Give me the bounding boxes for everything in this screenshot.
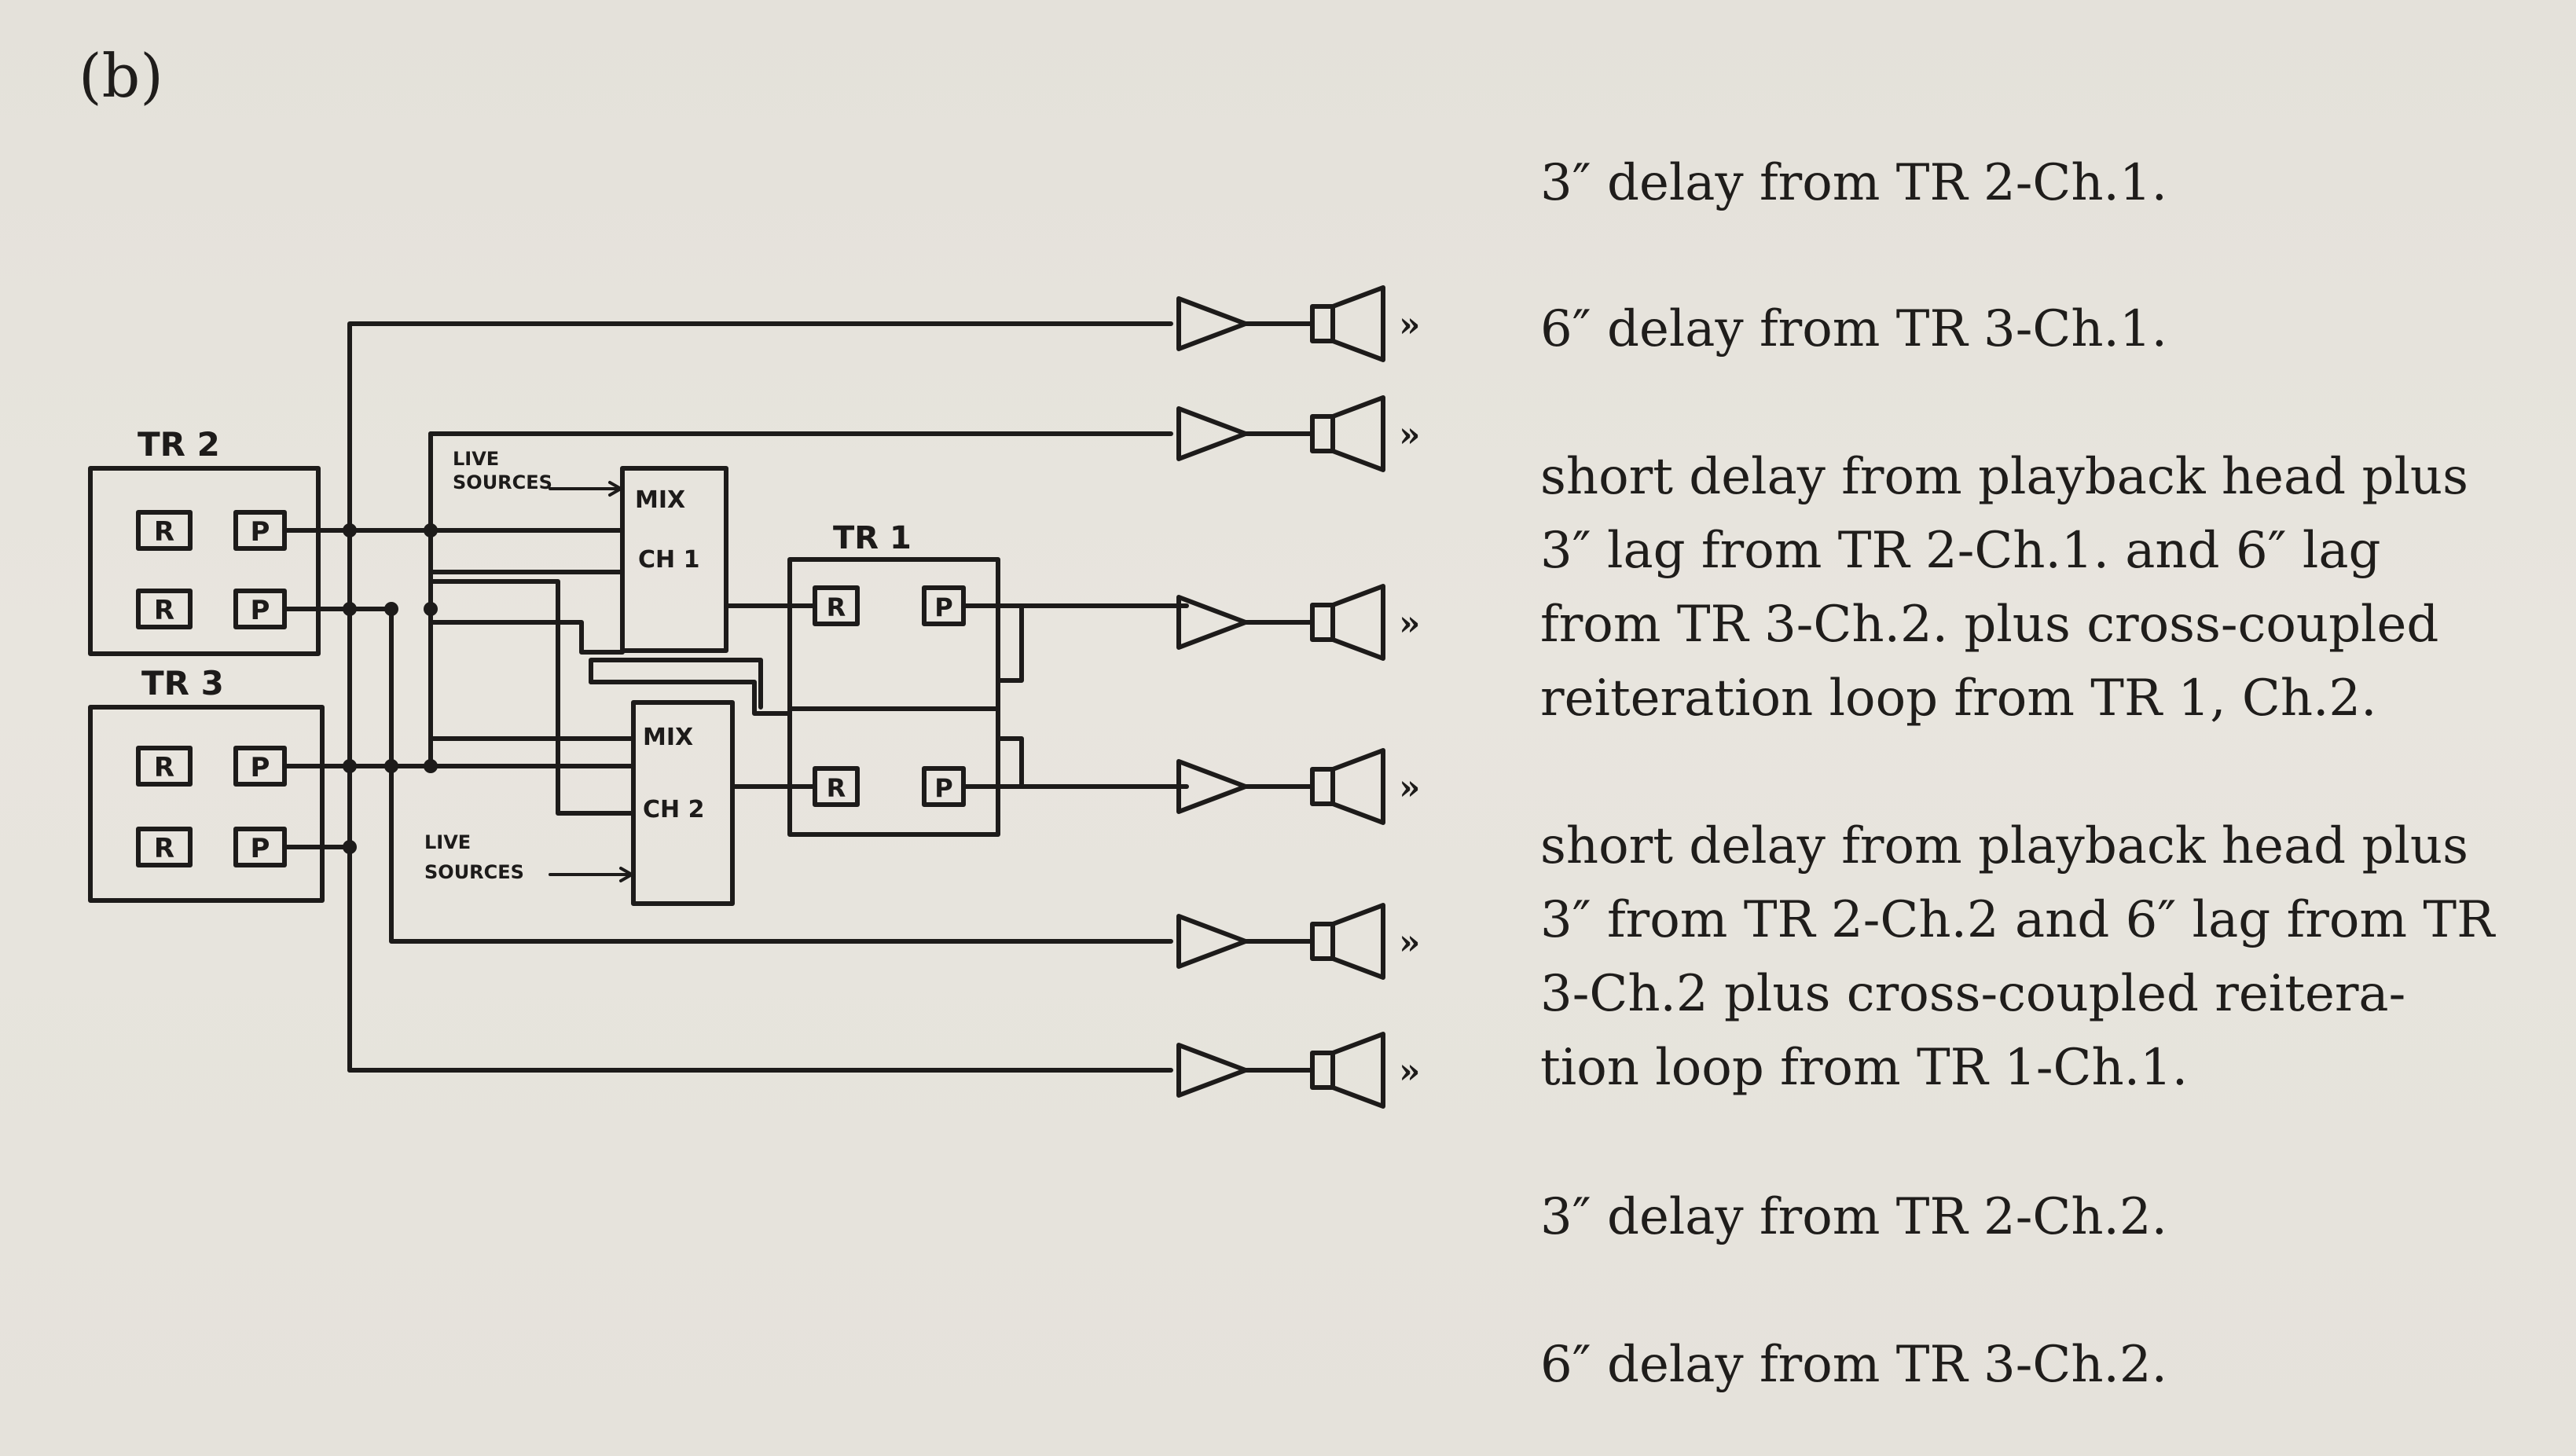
- tr1-ch2-record-label: R: [827, 773, 846, 803]
- description-output-5: 3″ delay from TR 2-Ch.2.: [1540, 1188, 2167, 1246]
- figure-label: (b): [79, 41, 163, 111]
- tr1-box: [787, 557, 1000, 837]
- tr1-ch2-playback-label: P: [934, 773, 952, 803]
- amplifier-6: [1176, 1043, 1248, 1098]
- tr3-ch1-record-head: [136, 746, 193, 787]
- tr3-ch2-record-head: [136, 827, 193, 867]
- description-output-2: 6″ delay from TR 3-Ch.1.: [1540, 300, 2167, 358]
- amplifier-4: [1176, 759, 1248, 814]
- tr2-box: [88, 466, 321, 656]
- mixer-ch1-label-2: CH 1: [638, 546, 699, 574]
- tr1-ch1-record-label: R: [827, 592, 846, 622]
- tr2-ch2-record-label: R: [154, 595, 174, 626]
- mixer-ch2-label-1: MIX: [643, 724, 693, 751]
- description-output-3: short delay from playback head plus 3″ l…: [1540, 448, 2468, 728]
- sound-mark-6: »: [1399, 1051, 1421, 1091]
- amplifier-5: [1176, 914, 1248, 969]
- sound-mark-3: »: [1399, 603, 1421, 644]
- speaker-5: [1310, 903, 1385, 980]
- live-sources-1-line1: LIVE: [453, 448, 499, 470]
- mixer-ch2: [631, 700, 735, 906]
- speaker-1: [1310, 285, 1385, 362]
- amplifier-3: [1176, 595, 1248, 650]
- description-output-6: 6″ delay from TR 3-Ch.2.: [1540, 1336, 2167, 1394]
- tr2-ch2-record-head: [136, 589, 193, 629]
- speaker-2: [1310, 395, 1385, 472]
- tr2-ch1-record-label: R: [154, 516, 174, 548]
- mixer-ch2-label-2: CH 2: [643, 796, 704, 823]
- live-sources-2-line1: LIVE: [424, 831, 471, 853]
- sound-mark-2: »: [1399, 415, 1421, 455]
- tr2-title: TR 2: [138, 425, 220, 464]
- amplifier-1: [1176, 296, 1248, 351]
- description-output-1: 3″ delay from TR 2-Ch.1.: [1540, 154, 2167, 212]
- mixer-ch1-label-1: MIX: [635, 486, 685, 514]
- live-sources-2-line2: SOURCES: [424, 861, 524, 883]
- tr3-ch2-playback-label: P: [251, 833, 270, 864]
- tr2-ch1-playback-label: P: [251, 516, 270, 548]
- sound-mark-4: »: [1399, 768, 1421, 808]
- tr1-ch1-playback-label: P: [934, 592, 952, 622]
- tr2-ch1-record-head: [136, 510, 193, 551]
- tr3-title: TR 3: [141, 664, 224, 702]
- live-sources-1-line2: SOURCES: [453, 471, 552, 493]
- mixer-ch1: [620, 466, 728, 653]
- speaker-3: [1310, 584, 1385, 661]
- tr2-ch2-playback-label: P: [251, 595, 270, 626]
- description-output-4: short delay from playback head plus 3″ f…: [1540, 817, 2495, 1097]
- tr3-box: [88, 705, 325, 903]
- speaker-4: [1310, 748, 1385, 825]
- speaker-6: [1310, 1032, 1385, 1109]
- tr3-ch1-playback-label: P: [251, 752, 270, 783]
- sound-mark-1: »: [1399, 305, 1421, 345]
- amplifier-2: [1176, 406, 1248, 461]
- tr3-ch1-record-label: R: [154, 752, 174, 783]
- tr1-title: TR 1: [833, 520, 912, 556]
- tr3-ch2-record-label: R: [154, 833, 174, 864]
- sound-mark-5: »: [1399, 922, 1421, 963]
